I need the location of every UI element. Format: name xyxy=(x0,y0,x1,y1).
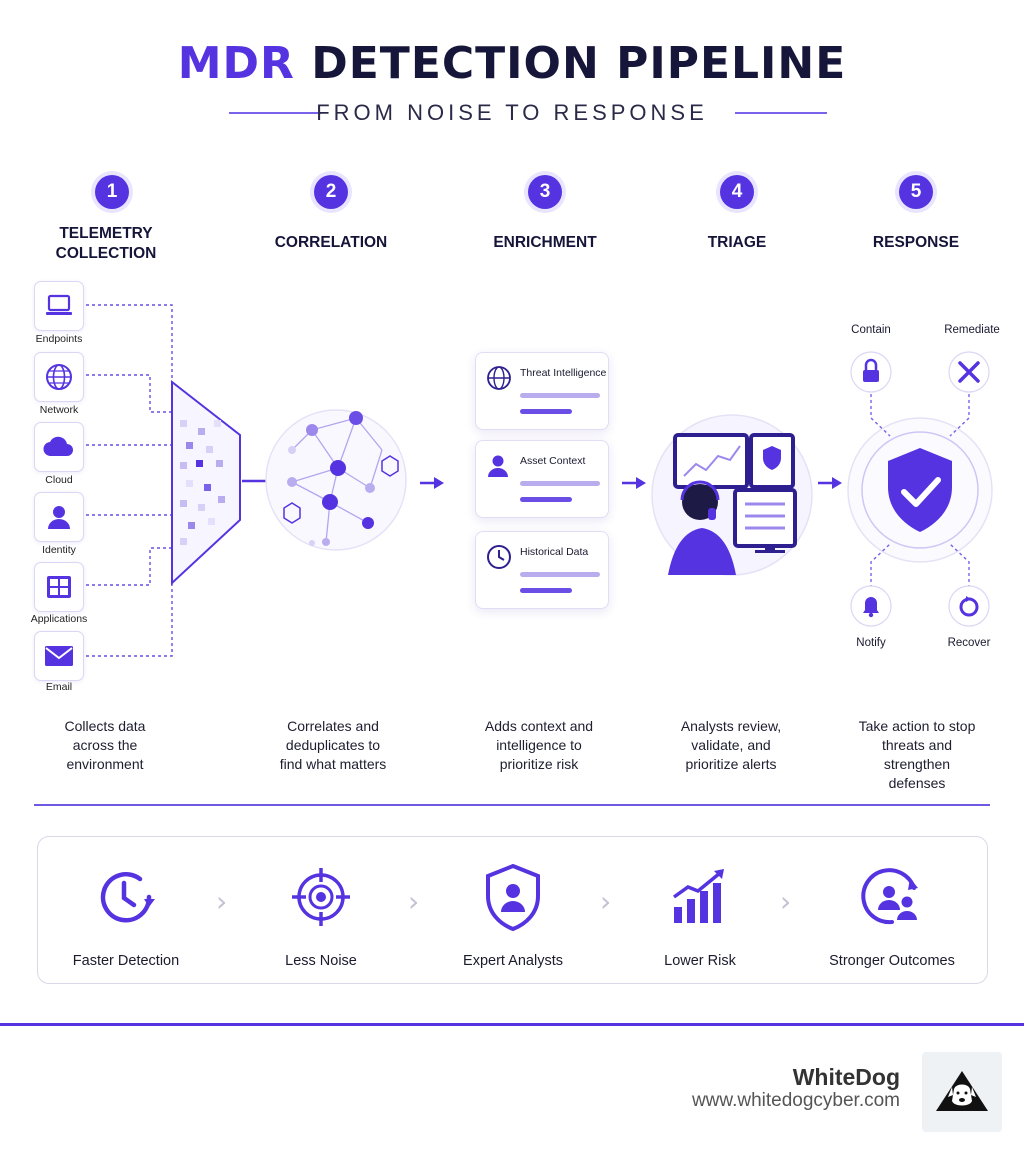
source-label-endpoints: Endpoints xyxy=(35,333,83,345)
footer-divider xyxy=(0,1023,1024,1026)
response-notify-label: Notify xyxy=(856,637,886,649)
stage-description-2: Correlates and deduplicates to find what… xyxy=(233,717,433,774)
chevron-right-icon: › xyxy=(408,885,420,918)
subtitle-rule-right xyxy=(735,112,827,114)
benefits-panel: Faster Detection › Less Noise › Expert A… xyxy=(37,836,988,984)
benefit-expert-analysts: Expert Analysts xyxy=(428,855,598,969)
benefit-label: Stronger Outcomes xyxy=(829,953,955,969)
analyst-workstation-icon xyxy=(651,414,813,576)
arrow-icon xyxy=(622,477,646,489)
stage-description-1: Collects data across the environment xyxy=(5,717,205,774)
user-icon xyxy=(488,455,508,477)
stage-title-5: RESPONSE xyxy=(872,234,960,251)
stage-description-2-text: Correlates and deduplicates to find what… xyxy=(279,718,387,772)
arrow-icon xyxy=(818,477,842,489)
source-applications xyxy=(34,562,84,612)
bar-chart-icon xyxy=(672,869,724,923)
chevron-right-icon: › xyxy=(216,885,228,918)
users-refresh-icon xyxy=(861,868,918,925)
brand-url: www.whitedogcyber.com xyxy=(691,1090,900,1111)
section-divider xyxy=(34,804,990,806)
user-icon xyxy=(48,506,70,529)
grid-icon xyxy=(47,576,71,598)
source-cloud xyxy=(34,422,84,472)
response-contain-label: Contain xyxy=(851,324,891,336)
cloud-icon xyxy=(43,436,73,457)
enrichment-card-asset-context: Asset Context xyxy=(475,440,609,518)
subtitle: FROM NOISE TO RESPONSE xyxy=(316,100,708,125)
placeholder-bar xyxy=(520,572,600,577)
placeholder-bar xyxy=(520,497,572,502)
source-label-identity: Identity xyxy=(42,544,76,556)
stage-title-1: TELEMETRY COLLECTION xyxy=(6,224,206,264)
globe-icon xyxy=(487,366,511,390)
enrichment-card-historical-data: Historical Data xyxy=(475,531,609,609)
stage-description-5: Take action to stop threats and strength… xyxy=(817,717,1017,793)
globe-icon xyxy=(46,364,72,390)
stage-number-2: 2 xyxy=(314,175,348,209)
benefit-label: Expert Analysts xyxy=(463,953,563,969)
benefit-stronger-outcomes: Stronger Outcomes xyxy=(807,855,977,969)
chevron-right-icon: › xyxy=(780,885,792,918)
source-email xyxy=(34,631,84,681)
source-network xyxy=(34,352,84,402)
response-remediate-label: Remediate xyxy=(944,324,1000,336)
whitedog-logo xyxy=(922,1052,1002,1132)
subtitle-rule-left xyxy=(229,112,321,114)
response-recover-label: Recover xyxy=(947,637,991,649)
stage-title-1-text: TELEMETRY COLLECTION xyxy=(55,225,157,262)
crosshair-icon xyxy=(292,868,350,926)
laptop-icon xyxy=(46,294,72,315)
placeholder-bar xyxy=(520,588,572,593)
stage-description-5-text: Take action to stop threats and strength… xyxy=(858,718,976,791)
dog-logo-icon xyxy=(936,1071,988,1111)
benefit-label: Faster Detection xyxy=(72,953,180,969)
enrichment-card-threat-intelligence: Threat Intelligence xyxy=(475,352,609,430)
arrow-icon xyxy=(420,477,444,489)
stage-description-4: Analysts review, validate, and prioritiz… xyxy=(631,717,831,774)
source-identity xyxy=(34,492,84,542)
source-label-cloud: Cloud xyxy=(45,474,73,486)
subtitle-container: FROM NOISE TO RESPONSE xyxy=(0,100,1024,126)
stage-description-3: Adds context and intelligence to priorit… xyxy=(439,717,639,774)
placeholder-bar xyxy=(520,409,572,414)
benefit-label: Less Noise xyxy=(285,953,357,969)
placeholder-bar xyxy=(520,393,600,398)
stage-description-3-text: Adds context and intelligence to priorit… xyxy=(484,718,594,772)
stage-title-4: TRIAGE xyxy=(707,234,767,251)
benefit-less-noise: Less Noise xyxy=(236,855,406,969)
stage-number-3: 3 xyxy=(528,175,562,209)
shield-user-icon xyxy=(486,863,540,932)
brand-name: WhiteDog xyxy=(792,1064,900,1090)
benefit-lower-risk: Lower Risk xyxy=(615,855,785,969)
stage-number-5: 5 xyxy=(899,175,933,209)
stage-description-4-text: Analysts review, validate, and prioritiz… xyxy=(680,718,782,772)
stage-title-3: ENRICHMENT xyxy=(493,234,597,251)
response-shield-graphic xyxy=(847,351,993,627)
correlation-network-icon xyxy=(265,409,407,551)
clock-refresh-icon xyxy=(100,872,155,923)
clock-icon xyxy=(487,545,511,569)
source-label-network: Network xyxy=(39,404,79,416)
envelope-icon xyxy=(45,646,73,666)
source-label-email: Email xyxy=(45,681,73,693)
benefit-faster-detection: Faster Detection xyxy=(41,855,211,969)
source-label-applications: Applications xyxy=(30,613,88,625)
funnel-graphic xyxy=(171,379,241,586)
title-rest: DETECTION PIPELINE xyxy=(311,38,847,89)
enrichment-card-label: Asset Context xyxy=(520,455,586,467)
page-title: MDR DETECTION PIPELINE xyxy=(0,38,1024,89)
benefit-label: Lower Risk xyxy=(664,953,736,969)
chevron-right-icon: › xyxy=(600,885,612,918)
stage-number-1: 1 xyxy=(95,175,129,209)
placeholder-bar xyxy=(520,481,600,486)
stage-number-4: 4 xyxy=(720,175,754,209)
title-accent: MDR xyxy=(177,38,295,89)
stage-description-1-text: Collects data across the environment xyxy=(64,718,146,772)
stage-title-2: CORRELATION xyxy=(274,234,388,251)
pipeline-diagram xyxy=(86,304,993,657)
enrichment-card-label: Historical Data xyxy=(520,546,589,558)
enrichment-card-label: Threat Intelligence xyxy=(520,367,607,379)
source-endpoints xyxy=(34,281,84,331)
